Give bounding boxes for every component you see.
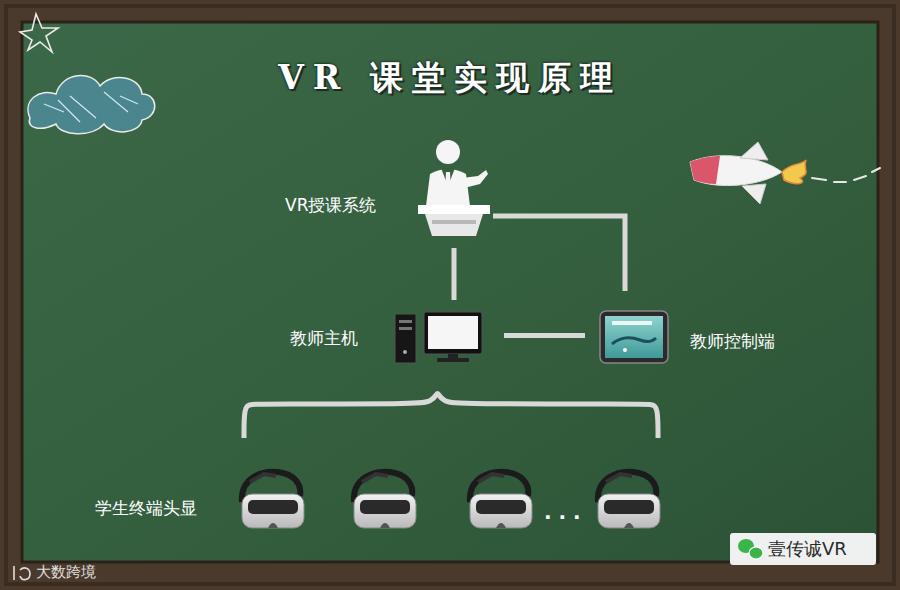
ellipsis: . . . <box>544 500 581 524</box>
node-label: 教师主机 <box>290 328 358 348</box>
watermark-logo <box>14 566 30 580</box>
host-node: 教师主机 <box>290 305 485 367</box>
tablet-icon <box>600 311 668 363</box>
teacher-system-node: VR授课系统 <box>285 135 495 240</box>
vr-headset-icons <box>242 472 660 528</box>
connector-line <box>244 393 658 438</box>
watermark: 大数跨境 <box>36 563 96 582</box>
headset-node: 学生终端头显 <box>95 475 670 535</box>
connector-line <box>504 333 585 338</box>
node-label: VR授课系统 <box>285 195 376 215</box>
connector-line <box>452 248 457 300</box>
connector-line <box>493 216 625 291</box>
computer-icon <box>395 312 482 363</box>
chalk-rocket <box>690 142 880 204</box>
teacher-podium-icon <box>418 140 490 236</box>
node-label: 学生终端头显 <box>95 498 197 518</box>
title: VR 课堂实现原理 <box>0 56 900 101</box>
node-label: 教师控制端 <box>690 331 775 351</box>
control-node: 教师控制端 <box>598 308 798 366</box>
chalk-doodle <box>20 14 155 134</box>
watermark-panel <box>730 533 876 565</box>
watermark: 壹传诚VR <box>768 537 847 561</box>
